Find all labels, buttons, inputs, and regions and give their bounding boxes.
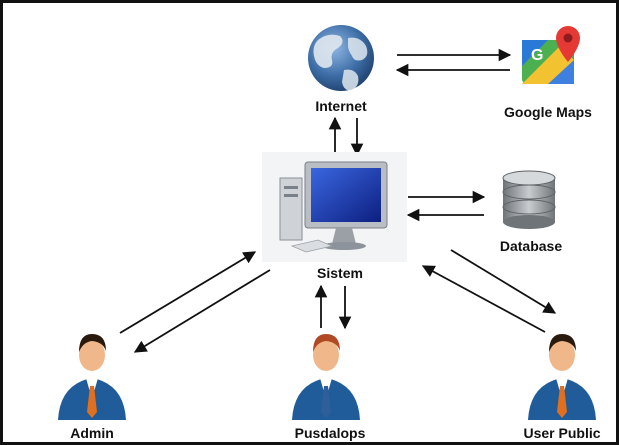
user-public-user-icon — [528, 334, 596, 420]
database-icon — [502, 170, 556, 229]
connection-arrows — [119, 48, 557, 353]
computer-icon — [262, 152, 407, 262]
sistem-label: Sistem — [317, 265, 363, 281]
globe-icon — [308, 25, 374, 91]
pusdalops-label: Pusdalops — [294, 425, 366, 441]
google-maps-icon: G — [522, 26, 580, 84]
user-public-label: User Public — [523, 425, 601, 441]
internet-label: Internet — [315, 98, 367, 114]
arrow-admin-to-sistem — [119, 251, 257, 334]
arrow-sistem-to-admin — [133, 269, 271, 353]
admin-label: Admin — [70, 425, 114, 441]
database-label: Database — [499, 238, 563, 254]
svg-text:G: G — [531, 47, 543, 64]
arrow-sistem-to-userpublic — [450, 249, 557, 314]
pusdalops-user-icon — [292, 334, 360, 420]
arrow-userpublic-to-sistem — [421, 265, 546, 333]
google-maps-label: Google Maps — [504, 104, 592, 120]
admin-user-icon — [58, 334, 126, 420]
